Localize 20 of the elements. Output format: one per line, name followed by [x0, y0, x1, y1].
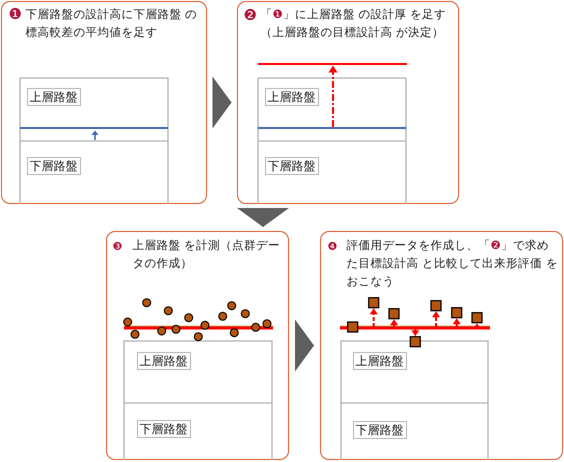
- step-panel: [1, 1, 207, 204]
- step-panel: [320, 231, 563, 460]
- step-number: ❹: [328, 240, 338, 252]
- layer-label: 下層路盤: [264, 156, 318, 174]
- step-number: ❸: [112, 240, 122, 252]
- step-description: 「❶」に上層路盤 の設計厚 を足す（上層路盤の目標設計高 が決定）: [260, 6, 448, 40]
- layer-label: 上層路盤: [352, 352, 406, 370]
- step-description: 評価用データを作成し、「❷」で求めた目標設計高 と比較して出来形評価 をおこなう: [346, 236, 558, 290]
- layer-label: 下層路盤: [352, 420, 406, 438]
- step-description: 下層路盤の設計高に下層路盤 の標高較差の平均値を足す: [26, 6, 198, 40]
- step-panel: [106, 231, 289, 460]
- step-number: ❷: [244, 8, 257, 22]
- layer-label: 上層路盤: [264, 88, 318, 106]
- layer-label: 下層路盤: [26, 156, 80, 174]
- step-panel: [237, 1, 459, 204]
- step-description: 上層路盤 を計測（点群データの作成）: [132, 236, 282, 272]
- step-number: ❶: [8, 6, 22, 22]
- layer-label: 上層路盤: [26, 88, 80, 106]
- layer-label: 下層路盤: [136, 420, 190, 438]
- layer-label: 上層路盤: [136, 352, 190, 370]
